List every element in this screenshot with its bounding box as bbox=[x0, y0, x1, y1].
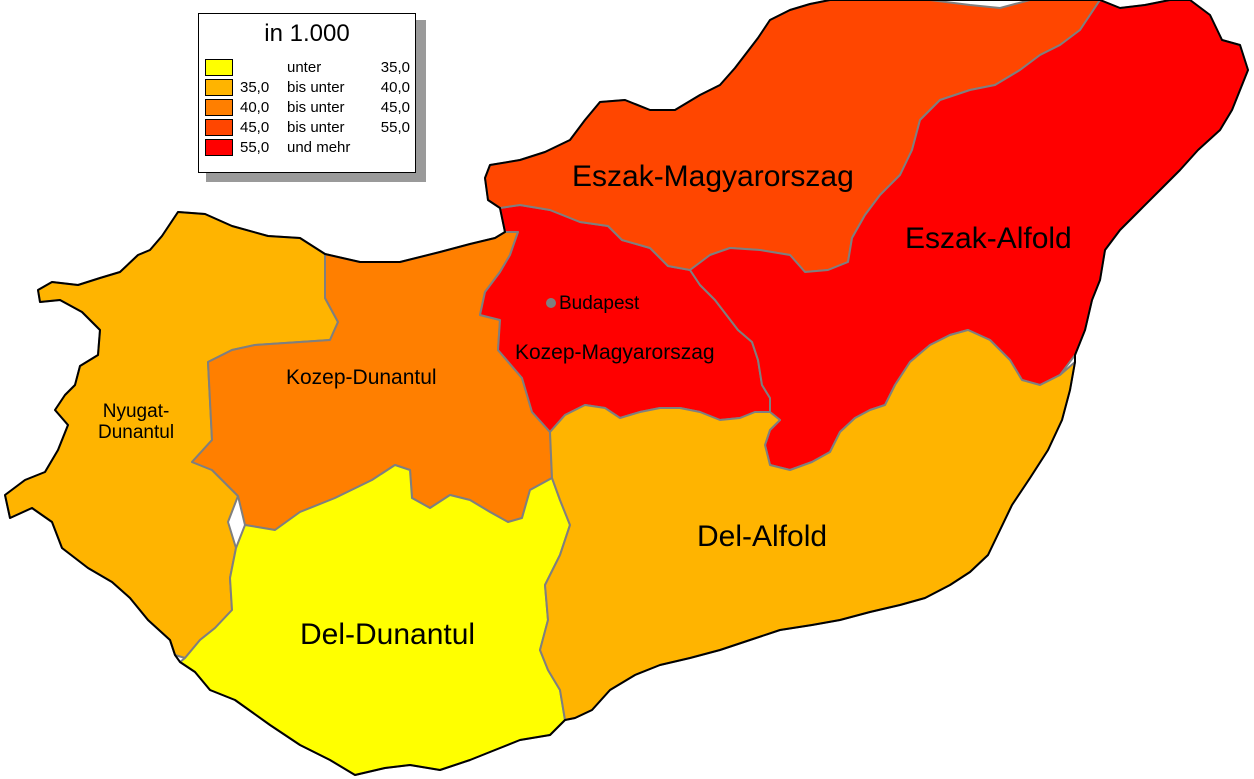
label-kozep-dunantul: Kozep-Dunantul bbox=[286, 366, 437, 389]
legend-from: 45,0 bbox=[240, 119, 270, 136]
legend-to: 40,0 bbox=[380, 79, 410, 96]
legend-row: 40,0 bis unter 45,0 bbox=[205, 98, 410, 118]
legend-mid: bis unter bbox=[287, 119, 345, 136]
legend-mid: und mehr bbox=[287, 139, 351, 156]
legend-title: in 1.000 bbox=[264, 20, 350, 47]
legend-swatch bbox=[205, 59, 233, 76]
capital-marker-icon bbox=[546, 298, 556, 308]
legend-row: 35,0 bis unter 40,0 bbox=[205, 78, 410, 98]
legend-from: 55,0 bbox=[240, 139, 270, 156]
country-border bbox=[4, 0, 1249, 776]
legend-swatch bbox=[205, 139, 233, 156]
legend-from: 40,0 bbox=[240, 99, 270, 116]
legend-to: 45,0 bbox=[380, 99, 410, 116]
label-eszak-alfold: Eszak-Alfold bbox=[905, 222, 1072, 255]
legend-row: unter 35,0 bbox=[205, 58, 410, 78]
legend-row: 55,0 und mehr bbox=[205, 138, 410, 158]
legend: in 1.000 unter 35,0 35,0 bis unter 40,0 … bbox=[198, 13, 416, 173]
legend-mid: unter bbox=[287, 59, 322, 76]
label-kozep-magyarorszag: Kozep-Magyarorszag bbox=[515, 341, 715, 364]
legend-swatch bbox=[205, 99, 233, 116]
legend-mid: bis unter bbox=[287, 99, 345, 116]
legend-to: 55,0 bbox=[380, 119, 410, 136]
legend-swatch bbox=[205, 79, 233, 96]
label-del-dunantul: Del-Dunantul bbox=[300, 618, 476, 651]
legend-swatch bbox=[205, 119, 233, 136]
label-nyugat-dunantul: Nyugat- Dunantul bbox=[98, 401, 175, 444]
legend-row: 45,0 bis unter 55,0 bbox=[205, 118, 410, 138]
label-nyugat-dunantul-line2: Dunantul bbox=[98, 421, 175, 443]
legend-from: 35,0 bbox=[240, 79, 270, 96]
label-nyugat-dunantul-line1: Nyugat- bbox=[102, 401, 170, 422]
label-eszak-magyarorszag: Eszak-Magyarorszag bbox=[572, 160, 854, 193]
legend-to: 35,0 bbox=[380, 59, 410, 76]
legend-mid: bis unter bbox=[287, 79, 345, 96]
label-budapest: Budapest bbox=[559, 293, 640, 314]
label-del-alfold: Del-Alfold bbox=[697, 520, 828, 553]
